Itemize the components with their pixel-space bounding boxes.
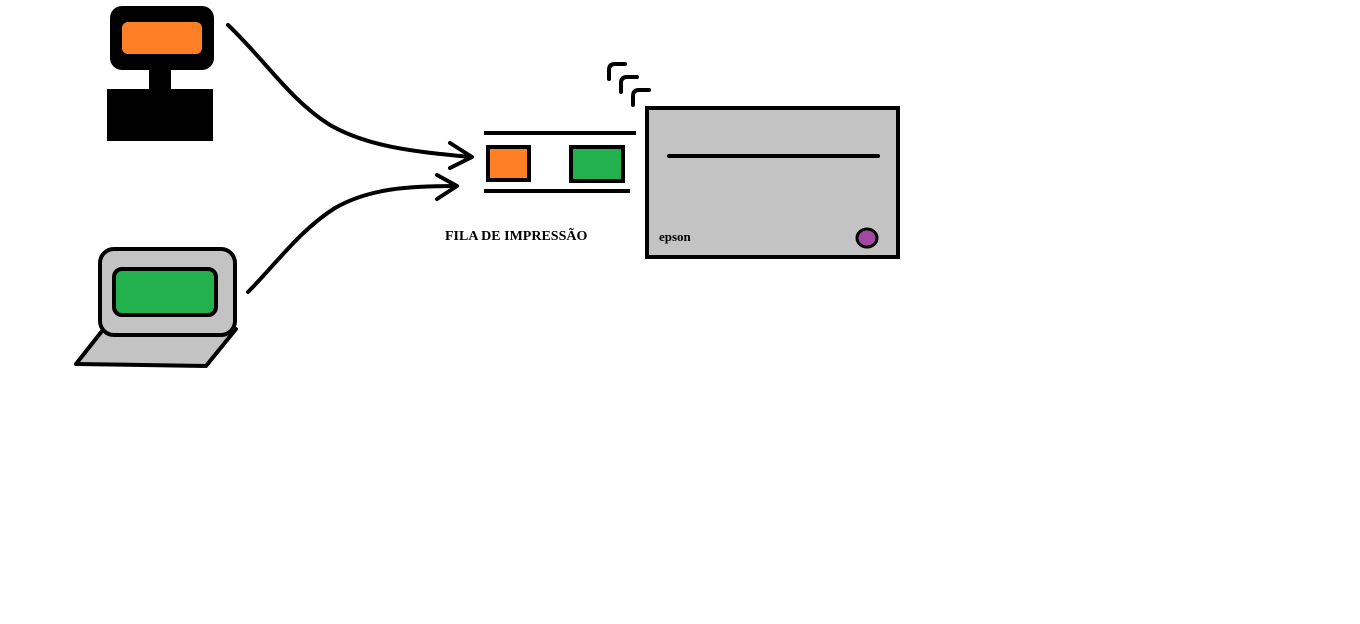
printer-power-button [855, 227, 879, 249]
print-queue [484, 131, 636, 193]
laptop-screen-green [112, 267, 218, 317]
queue-label: FILA DE IMPRESSÃO [445, 226, 587, 244]
desktop-computer-icon [107, 6, 214, 141]
queue-job-green [569, 145, 625, 183]
desktop-to-queue-arrow [226, 23, 474, 170]
printer-body [645, 106, 900, 259]
printer-icon: epson [645, 106, 900, 259]
wireless-signal-icon [607, 62, 651, 107]
desktop-screen-orange [122, 22, 202, 54]
laptop-icon [74, 247, 238, 368]
desktop-stand [149, 68, 171, 92]
desktop-arrow-head [448, 141, 474, 170]
laptop-to-queue-arrow [246, 173, 459, 294]
queue-job-orange [486, 145, 531, 182]
desktop-base [107, 89, 213, 141]
laptop-arrow-head [435, 173, 459, 201]
printer-brand-label: epson [659, 229, 692, 244]
